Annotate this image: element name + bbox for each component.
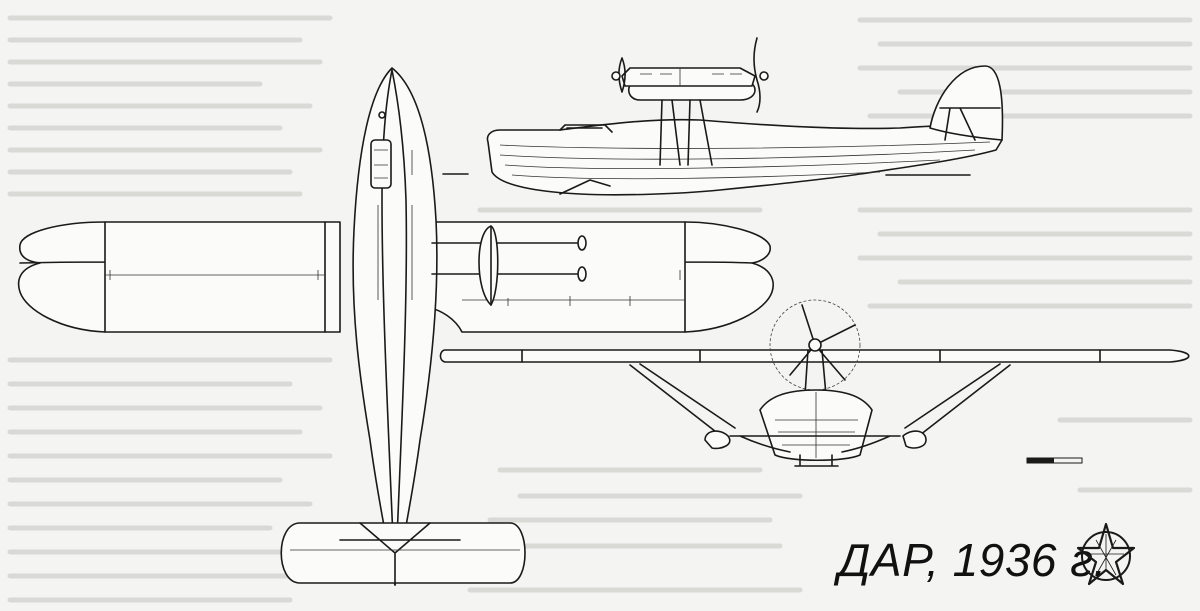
- top-hull: [352, 67, 438, 586]
- top-tailplane: [280, 522, 526, 584]
- scale-bar: [1026, 457, 1083, 464]
- top-wing-right: [429, 221, 774, 333]
- background-show-through: [7, 15, 1193, 603]
- side-view: [442, 37, 1004, 196]
- front-wing: [439, 349, 1190, 363]
- side-engine: [621, 67, 756, 87]
- front-propeller-blades: [789, 304, 856, 381]
- side-hull: [486, 118, 1003, 196]
- front-left-float: [704, 430, 731, 450]
- red-star-emblem-icon: [1076, 522, 1136, 586]
- front-right-float: [902, 430, 927, 449]
- side-rear-propeller: [753, 37, 761, 113]
- top-view: [17, 67, 774, 586]
- top-wing-left: [17, 221, 341, 333]
- drawing-caption: ДАР, 1936 г.: [838, 534, 1107, 586]
- front-view: [439, 299, 1190, 467]
- side-tail-fin: [929, 65, 1004, 141]
